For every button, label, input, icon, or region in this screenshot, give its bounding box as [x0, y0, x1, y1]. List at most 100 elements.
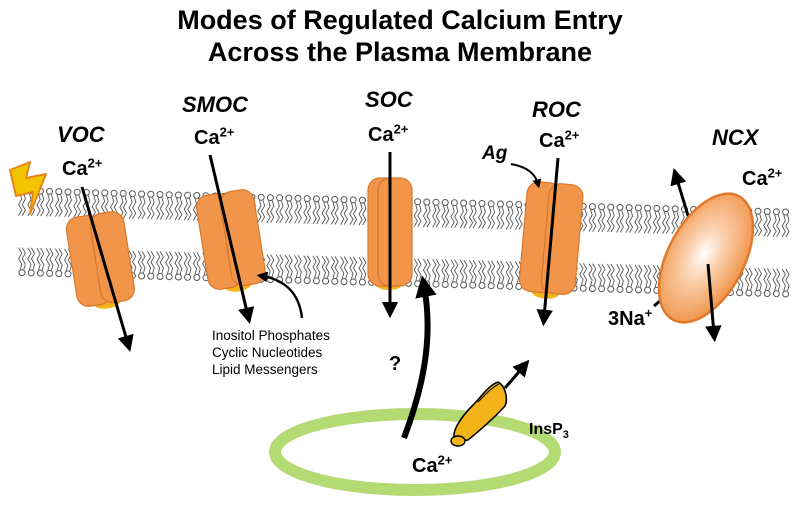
lipid-tail [656, 211, 661, 234]
voc-label: VOC [57, 122, 105, 147]
lipid-head [588, 203, 596, 211]
lipid-head [671, 205, 679, 213]
lipid-head [772, 208, 780, 216]
lipid-tail [76, 195, 82, 218]
lipid-tail [312, 255, 317, 278]
lipid-tail [266, 200, 271, 223]
lipid-tail [358, 256, 363, 280]
lipid-head [469, 199, 477, 207]
lipid-tail [270, 254, 275, 277]
lipid-tail [306, 201, 312, 224]
lipid-tail [165, 197, 170, 220]
lipid-tail [450, 259, 455, 282]
lipid-head [119, 189, 127, 197]
lipid-tail [192, 198, 198, 221]
lipid-tail [183, 198, 188, 221]
lipid-tail [616, 210, 621, 233]
lipid-tail [49, 194, 54, 217]
lipid-tail [754, 214, 759, 237]
lipid-head [432, 280, 440, 288]
lipid-tail [625, 264, 630, 287]
lipid-tail [275, 200, 280, 224]
lipid-tail [601, 209, 606, 233]
lipid-tail [340, 256, 345, 279]
lipid-head [193, 192, 201, 199]
lipid-head [156, 191, 164, 198]
lipid-head [423, 198, 431, 206]
lipid-tail [284, 254, 290, 278]
lipid-tail [321, 201, 326, 225]
lipid-tail [444, 259, 450, 282]
lipid-tail [132, 196, 137, 219]
messenger-lipid-messengers: Lipid Messengers [212, 362, 318, 377]
lipid-tail [435, 258, 440, 282]
lipid-tail [349, 202, 354, 226]
lipid-head [340, 278, 348, 286]
lipid-tail [652, 265, 658, 288]
lipid-tail [785, 214, 790, 238]
lipid-tail [647, 264, 652, 288]
lipid-tail [597, 263, 602, 286]
lipid-tail [352, 256, 358, 280]
lipid-tail [490, 206, 496, 230]
lipid-tail [325, 255, 330, 279]
lipid-head [782, 208, 790, 216]
lipid-tail [21, 247, 26, 270]
lipid-tail [643, 211, 648, 234]
lipid-head [736, 289, 744, 297]
lipid-tail [340, 202, 345, 225]
lipid-tail [619, 210, 624, 233]
lipid-tail [781, 268, 786, 292]
page-title-line1: Modes of Regulated Calcium Entry [177, 5, 623, 35]
lipid-tail [297, 255, 302, 278]
lipid-tail [413, 204, 418, 227]
lipid-tail [159, 251, 164, 274]
lipid-head [616, 285, 624, 293]
lipid-tail [312, 201, 317, 225]
lipid-tail [40, 194, 45, 217]
lipid-tail [610, 263, 615, 287]
lipid-tail [156, 251, 161, 274]
lipid-head [625, 286, 633, 294]
lipid-tail [487, 260, 492, 283]
ncx-lower-arrow [705, 263, 722, 343]
agonist-label: Ag [482, 143, 508, 164]
lipid-head [312, 195, 320, 203]
lipid-tail [763, 214, 768, 237]
lipid-tail [334, 202, 339, 225]
lipid-tail [766, 268, 772, 291]
lipid-head [754, 289, 762, 297]
lipid-tail [349, 256, 354, 280]
lipid-tail [643, 264, 648, 288]
lipid-tail [257, 200, 262, 223]
lipid-head [184, 191, 192, 199]
lipid-head [294, 276, 302, 284]
lipid-tail [334, 256, 339, 279]
lipid-tail [36, 194, 41, 217]
lipid-tail [196, 252, 201, 275]
lipid-tail [58, 194, 63, 217]
lipid-head [46, 269, 54, 277]
lipid-tail [422, 204, 428, 228]
lipid-tail [119, 196, 124, 219]
lipid-tail [45, 194, 50, 217]
lipid-tail [509, 207, 514, 230]
lipid-tail [444, 205, 450, 228]
soc-label: SOC [365, 87, 413, 112]
lipid-tail [128, 196, 133, 219]
lipid-head [165, 191, 173, 199]
lipid-head [165, 273, 173, 281]
lipid-tail [781, 214, 786, 238]
lipid-tail [500, 206, 505, 230]
lipid-tail [316, 255, 321, 278]
lipid-head [55, 188, 63, 196]
roc-calcium-label: Ca2+ [539, 127, 580, 152]
lipid-head [441, 199, 449, 206]
lipid-tail [303, 255, 308, 278]
insp3-receptor-icon [450, 381, 508, 447]
lipid-tail [459, 205, 464, 229]
lipid-head [745, 289, 753, 297]
lipid-tail [490, 260, 496, 283]
store-calcium-label: Ca2+ [412, 452, 453, 477]
